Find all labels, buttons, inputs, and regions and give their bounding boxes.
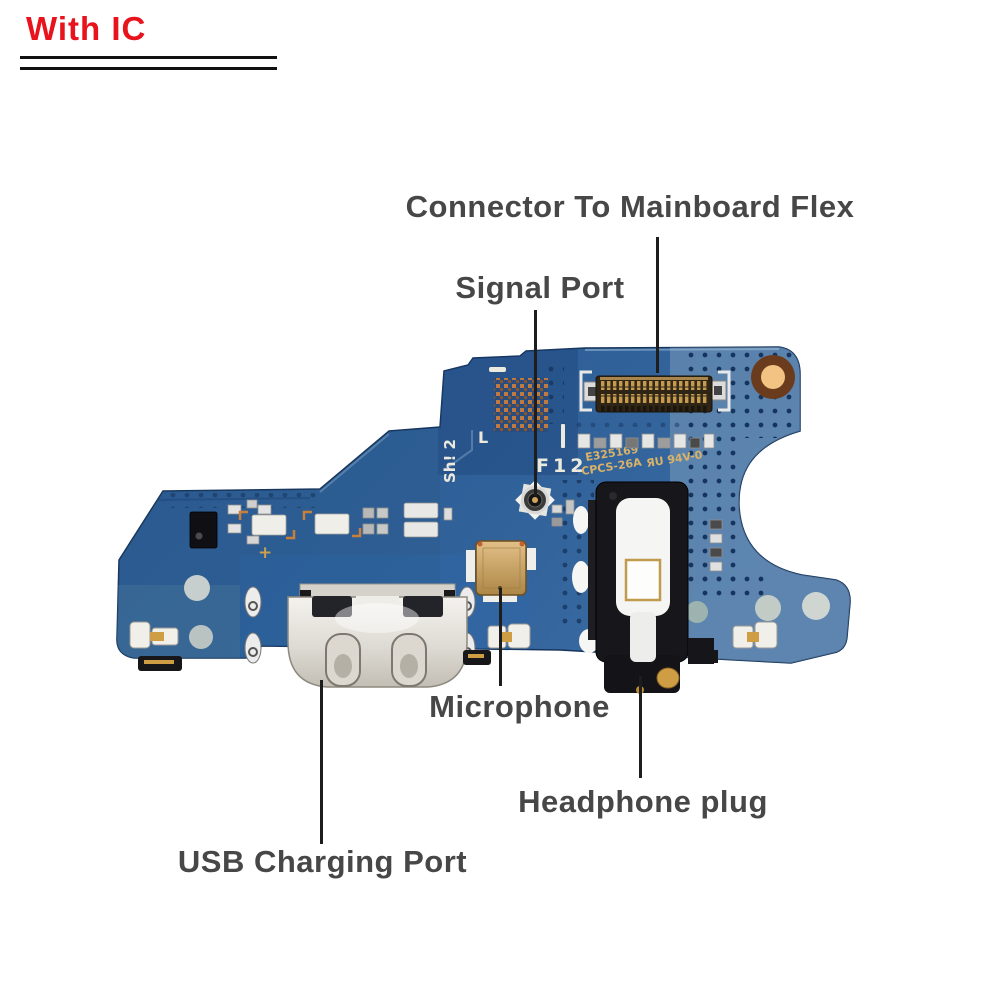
antenna-contacts [129,621,778,671]
label-connector-to-mainboard-flex: Connector To Mainboard Flex [405,189,855,224]
svg-text:L: L [478,428,488,447]
divider-line [20,56,277,59]
silkscreen-marks: L Sh! 2 F12 + [258,367,587,563]
leader-line-connector [656,237,659,373]
label-usb-charging-port: USB Charging Port [177,844,468,879]
leader-line-signal-port [534,310,537,496]
passive-components [189,433,723,572]
screw-holes [184,575,830,649]
svg-text:+: + [258,543,272,563]
board-to-board-connector [579,370,731,413]
label-microphone: Microphone [429,689,610,724]
qr-code [494,378,548,432]
leader-line-microphone [499,588,502,686]
leader-line-usb [320,680,323,844]
with-ic-badge: With IC [26,10,147,47]
label-headphone-plug: Headphone plug [518,784,768,819]
label-signal-port: Signal Port [455,270,625,305]
svg-text:F12: F12 [536,455,587,477]
rf-signal-connector [515,480,555,520]
svg-text:Sh! 2: Sh! 2 [441,439,459,483]
copper-ring-hole [751,355,795,399]
leader-line-headphone [639,676,642,778]
divider-line [20,67,277,70]
